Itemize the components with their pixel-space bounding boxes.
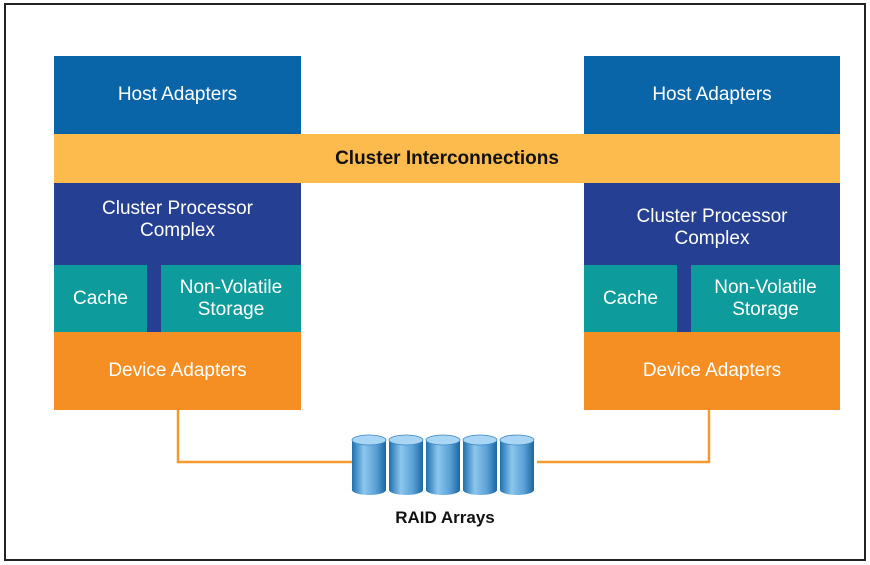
- raid-disk-group: [351, 434, 535, 495]
- left-non-volatile-storage-label: Non-Volatile Storage: [179, 276, 283, 320]
- right-cache-label: Cache: [603, 287, 658, 309]
- left-host-adapters-label: Host Adapters: [117, 84, 238, 105]
- raid-disk-5: [499, 434, 535, 495]
- right-host-adapters: Host Adapters: [584, 56, 840, 134]
- right-non-volatile-storage: Non-Volatile Storage: [691, 265, 840, 332]
- left-device-adapters-label: Device Adapters: [108, 360, 247, 381]
- left-processor-complex: Cluster Processor Complex: [54, 183, 301, 265]
- cluster-interconnections-label: Cluster Interconnections: [335, 147, 559, 169]
- right-processor-complex-label: Cluster Processor Complex: [636, 206, 788, 249]
- left-processor-complex-label: Cluster Processor Complex: [102, 198, 253, 241]
- raid-disk-3: [425, 434, 461, 495]
- cluster-interconnections: Cluster Interconnections: [54, 134, 840, 183]
- right-processor-complex: Cluster Processor Complex: [584, 183, 840, 265]
- left-cache: Cache: [54, 265, 147, 332]
- left-non-volatile-storage: Non-Volatile Storage: [161, 265, 301, 332]
- left-connector-line: [176, 410, 352, 464]
- left-cache-label: Cache: [73, 287, 128, 309]
- raid-disk-2: [388, 434, 424, 495]
- right-non-volatile-storage-label: Non-Volatile Storage: [714, 276, 817, 320]
- left-device-adapters: Device Adapters: [54, 332, 301, 410]
- raid-disk-4: [462, 434, 498, 495]
- right-device-adapters: Device Adapters: [584, 332, 840, 410]
- right-cache: Cache: [584, 265, 677, 332]
- right-connector-line: [537, 410, 711, 464]
- raid-arrays-label: RAID Arrays: [395, 508, 495, 527]
- right-host-adapters-label: Host Adapters: [652, 84, 772, 105]
- right-device-adapters-label: Device Adapters: [642, 360, 782, 381]
- left-host-adapters: Host Adapters: [54, 56, 301, 134]
- raid-disk-1: [351, 434, 387, 495]
